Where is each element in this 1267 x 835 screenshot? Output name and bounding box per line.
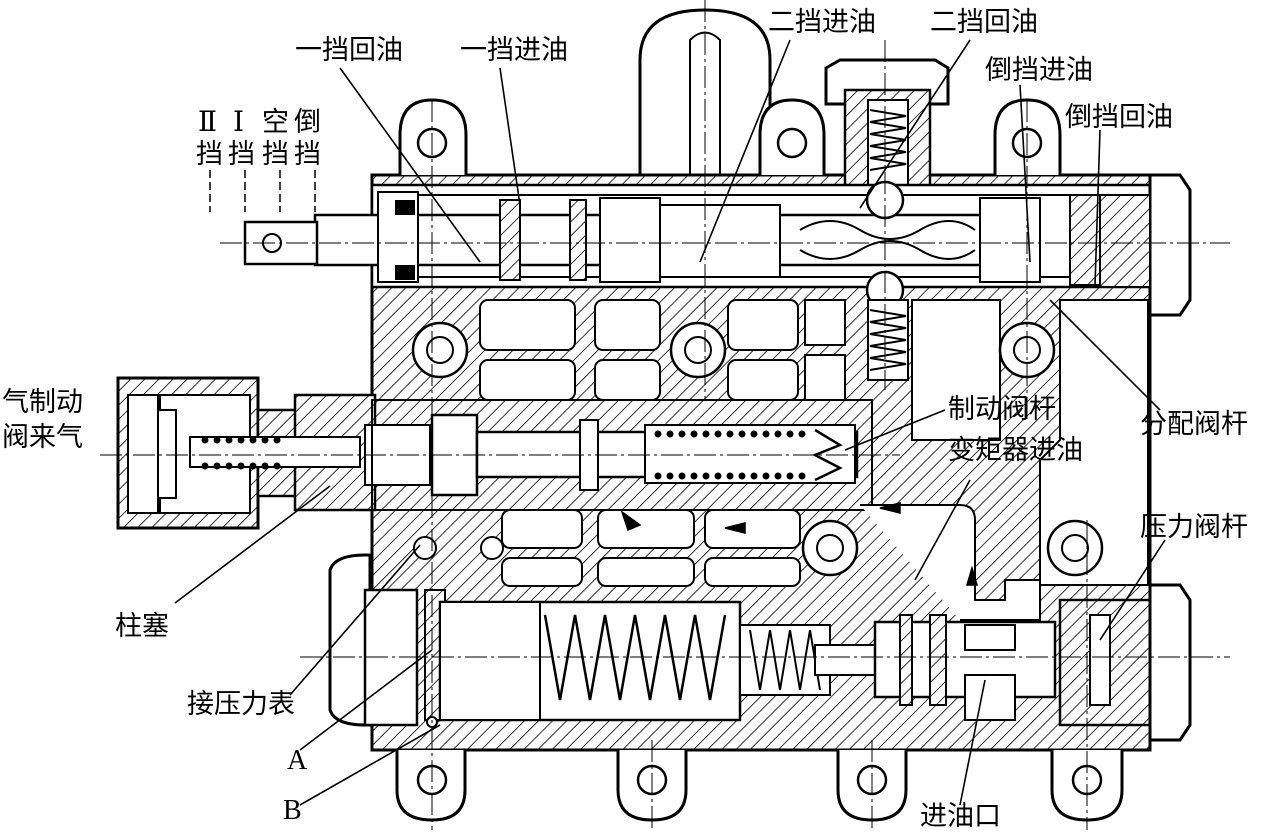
flow-arrows	[620, 502, 979, 586]
label-reverse-oil-return: 倒挡回油	[1065, 102, 1173, 133]
label-port-b: B	[283, 795, 302, 826]
label-gear-suffix-2: 挡	[228, 139, 255, 170]
label-gear-suffix-3: 挡	[262, 139, 289, 170]
label-oil-inlet: 进油口	[920, 801, 1001, 832]
detent-spring-upper	[869, 109, 907, 171]
gear-position-marks	[209, 170, 316, 212]
label-plunger: 柱塞	[115, 611, 169, 642]
label-air-brake-line1: 气制动	[2, 387, 83, 418]
label-gear-suffix-4: 挡	[294, 139, 321, 170]
center-lines	[100, 0, 1230, 830]
mounting-ear-bottom-1	[395, 750, 467, 822]
label-pressure-gauge-port: 接压力表	[187, 689, 295, 720]
brake-valve-spring	[654, 430, 806, 480]
label-converter-oil-in: 变矩器进油	[948, 435, 1083, 466]
label-gear-reverse: 倒	[294, 107, 321, 138]
leader-lines	[174, 39, 1166, 806]
mounting-ear-top-mid	[758, 98, 826, 175]
label-gear2-oil-in: 二挡进油	[768, 7, 876, 38]
label-pressure-valve-rod: 压力阀杆	[1140, 512, 1248, 543]
label-gear-suffix-1: 挡	[196, 139, 223, 170]
end-cap-nut-bottom-right	[1148, 583, 1192, 742]
label-gear1-oil-in: 一挡进油	[460, 35, 568, 66]
label-gear-i: Ⅰ	[233, 107, 245, 138]
pressure-valve-spring	[543, 614, 727, 701]
label-distributor-valve-rod: 分配阀杆	[1140, 409, 1248, 440]
detent-spring-lower	[869, 309, 907, 371]
label-reverse-oil-in: 倒挡进油	[985, 55, 1093, 86]
label-air-brake-line2: 阀来气	[2, 422, 83, 453]
label-gear2-oil-return: 二挡回油	[930, 7, 1038, 38]
plunger-spring	[201, 436, 281, 470]
label-brake-valve-rod: 制动阀杆	[948, 394, 1056, 425]
end-cap-nut-top	[1148, 173, 1192, 317]
label-gear-neutral: 空	[262, 107, 289, 138]
label-gear1-oil-return: 一挡回油	[295, 35, 403, 66]
label-port-a: A	[287, 745, 308, 776]
label-gear-ii: Ⅱ	[198, 107, 218, 138]
